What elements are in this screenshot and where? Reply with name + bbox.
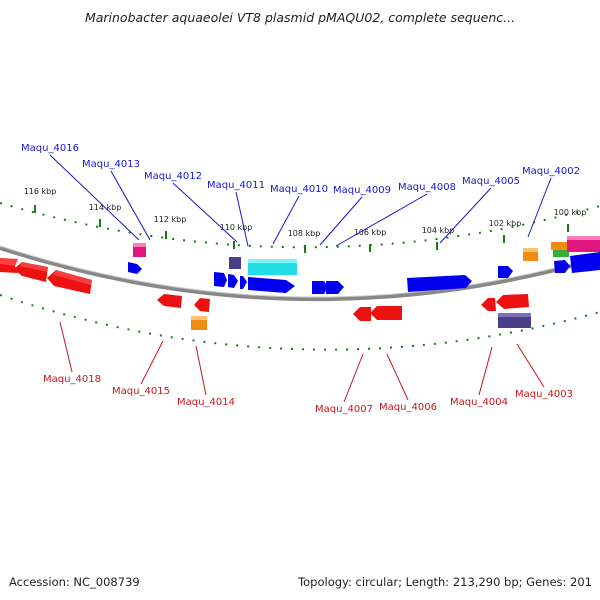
gene-label-reverse[interactable]: Maqu_4018 <box>43 374 101 385</box>
gene-label-reverse[interactable]: Maqu_4014 <box>177 397 235 408</box>
gene-label-forward[interactable]: Maqu_4016 <box>21 143 79 154</box>
leader-line <box>386 353 409 401</box>
map-title: Marinobacter aquaeolei VT8 plasmid pMAQU… <box>84 10 516 25</box>
reverse-genes-outer <box>0 258 92 294</box>
kbp-tick-label: 116 kbp <box>24 187 57 196</box>
leader-line <box>59 321 73 373</box>
gene-label-reverse[interactable]: Maqu_4007 <box>315 404 373 415</box>
leader-line <box>235 191 249 247</box>
forward-gene-block[interactable] <box>240 276 247 289</box>
gene-label-forward[interactable]: Maqu_4008 <box>398 182 456 193</box>
accession-text: Accession: NC_008739 <box>9 575 140 589</box>
gene-label-reverse[interactable]: Maqu_4004 <box>450 397 508 408</box>
green-feature[interactable] <box>553 250 569 257</box>
leader-line <box>110 170 151 241</box>
plasmid-backbone <box>0 246 600 302</box>
gene-label-forward[interactable]: Maqu_4013 <box>82 159 140 170</box>
kbp-tick-label: 102 kbp <box>489 219 522 228</box>
leader-line <box>335 193 428 247</box>
reverse-gene-block[interactable] <box>0 258 18 273</box>
gene-label-forward[interactable]: Maqu_4012 <box>144 171 202 182</box>
reverse-gene-block[interactable] <box>157 294 182 308</box>
forward-gene-block[interactable] <box>228 274 238 288</box>
gene-label-forward[interactable]: Maqu_4002 <box>522 166 580 177</box>
forward-gene-block[interactable] <box>326 281 344 294</box>
forward-gene-block[interactable] <box>554 260 570 273</box>
kbp-tick-label: 106 kbp <box>354 228 387 237</box>
kbp-tick-label: 104 kbp <box>422 226 455 235</box>
kbp-tick-label: 108 kbp <box>288 229 321 238</box>
leader-line <box>516 343 545 388</box>
gene-label-forward[interactable]: Maqu_4005 <box>462 176 520 187</box>
leader-line <box>272 195 300 245</box>
leader-line <box>478 346 493 396</box>
reverse-gene-block[interactable] <box>481 298 496 311</box>
kbp-tick-label: 100 kbp <box>554 208 587 217</box>
leader-line <box>527 177 552 238</box>
leader-line <box>439 187 492 244</box>
gene-label-reverse[interactable]: Maqu_4015 <box>112 386 170 397</box>
forward-gene-block[interactable] <box>407 275 472 292</box>
forward-gene-block[interactable] <box>128 262 142 274</box>
leader-line <box>172 182 238 243</box>
kbp-tick-label: 112 kbp <box>154 215 187 224</box>
gene-label-forward[interactable]: Maqu_4009 <box>333 185 391 196</box>
gene-label-reverse[interactable]: Maqu_4006 <box>379 402 437 413</box>
kbp-tick-label: 110 kbp <box>220 223 253 232</box>
reverse-gene-block[interactable] <box>353 307 371 321</box>
forward-gene-block[interactable] <box>498 266 513 278</box>
feature-blocks <box>133 236 600 330</box>
orange-feature[interactable] <box>551 242 568 250</box>
forward-gene-block[interactable] <box>312 281 328 294</box>
forward-gene-block[interactable] <box>248 277 295 293</box>
forward-gene-block[interactable] <box>214 272 227 287</box>
leader-line <box>319 196 363 246</box>
leader-lines <box>49 154 552 403</box>
forward-gene-block[interactable] <box>570 252 600 273</box>
reverse-gene-block[interactable] <box>496 294 529 309</box>
reverse-gene-block[interactable] <box>47 270 92 294</box>
reverse-genes-inner <box>157 294 529 321</box>
reverse-gene-block[interactable] <box>14 262 48 282</box>
reverse-gene-block[interactable] <box>370 306 402 320</box>
leader-line <box>343 353 364 403</box>
leader-line <box>195 345 207 396</box>
gene-label-reverse[interactable]: Maqu_4003 <box>515 389 573 400</box>
leader-line <box>49 154 140 241</box>
reverse-gene-block[interactable] <box>194 298 210 312</box>
forward-genes <box>128 252 600 294</box>
leader-line <box>140 340 164 385</box>
topology-text: Topology: circular; Length: 213,290 bp; … <box>298 575 592 589</box>
purple-feature[interactable] <box>229 257 241 269</box>
gene-label-forward[interactable]: Maqu_4010 <box>270 184 328 195</box>
gene-label-forward[interactable]: Maqu_4011 <box>207 180 265 191</box>
